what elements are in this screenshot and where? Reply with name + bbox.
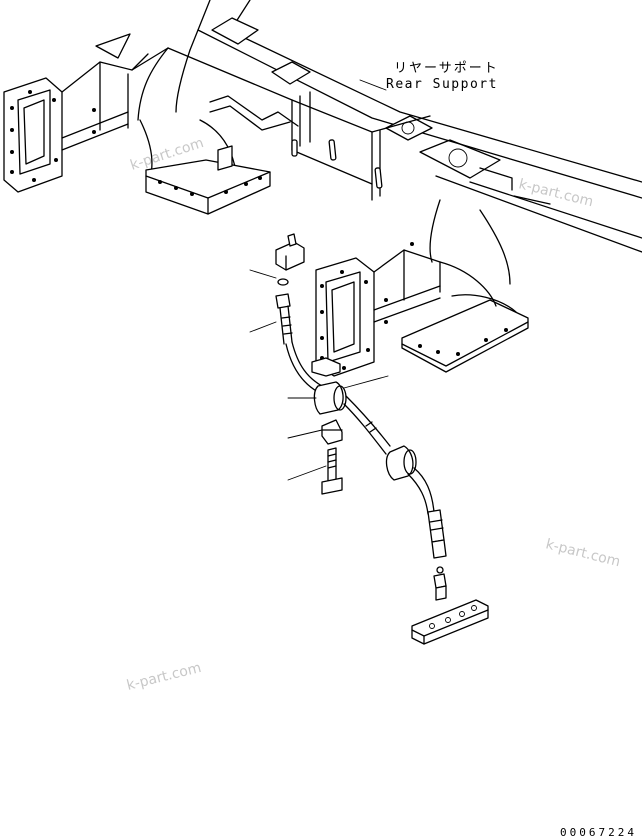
hose-assembly bbox=[275, 233, 489, 645]
callout-label-en: Rear Support bbox=[386, 77, 498, 92]
watermarks: k-part.com k-part.com k-part.com k-part.… bbox=[125, 135, 622, 694]
callout-label-jp: リヤーサポート bbox=[394, 61, 499, 76]
callout: リヤーサポート Rear Support bbox=[386, 61, 499, 92]
watermark-3: k-part.com bbox=[544, 536, 622, 570]
upper-left-flange bbox=[3, 33, 169, 193]
leader-lines bbox=[249, 79, 389, 481]
watermark-4: k-part.com bbox=[125, 660, 203, 694]
watermark-2: k-part.com bbox=[517, 176, 595, 210]
document-number: 00067224 bbox=[560, 826, 637, 839]
lower-right-flange bbox=[315, 199, 529, 377]
rear-support-frame bbox=[137, 0, 642, 253]
